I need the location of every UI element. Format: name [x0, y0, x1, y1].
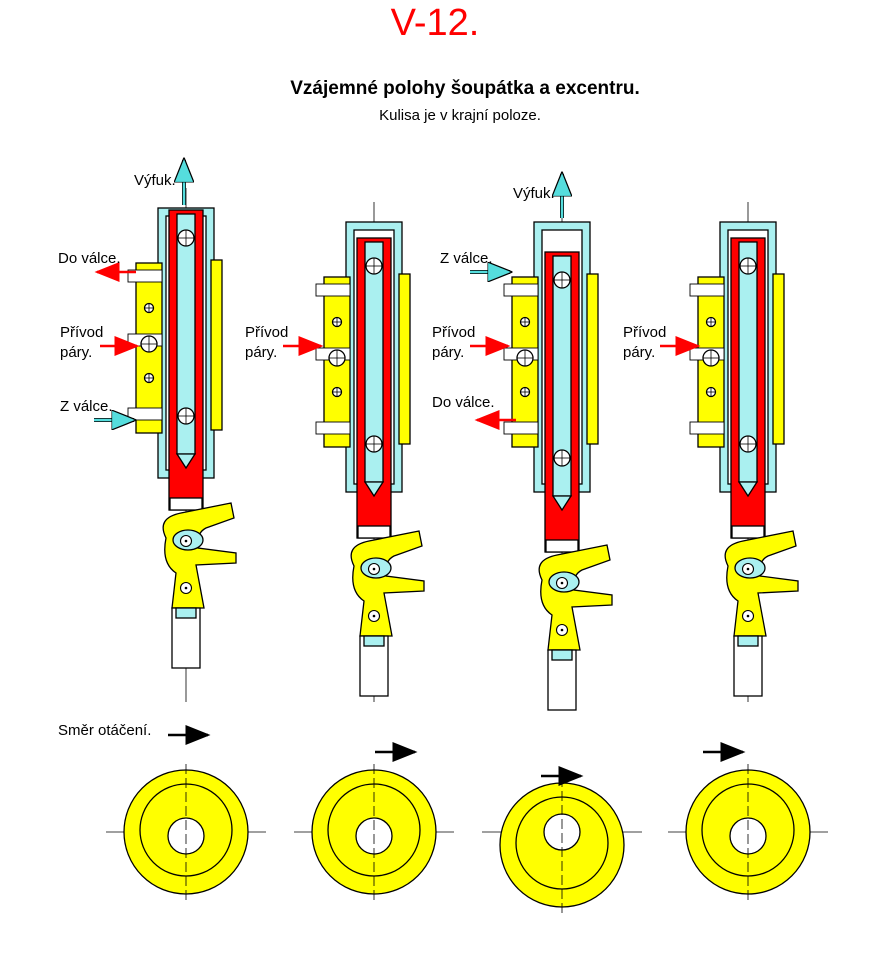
- valve-assembly-4: [689, 202, 799, 702]
- diagram-subtitle: Kulisa je v krajní poloze.: [379, 107, 541, 124]
- rod-tip: [363, 481, 385, 498]
- label-do-valce-3: Do válce.: [432, 394, 495, 411]
- side-rail: [398, 273, 411, 445]
- side-rail: [772, 273, 785, 445]
- side-rail: [586, 273, 599, 445]
- link-rocker: [538, 544, 613, 651]
- port-gap: [689, 283, 725, 297]
- bushing: [731, 525, 765, 539]
- bushing: [545, 539, 579, 553]
- rod-tip: [737, 481, 759, 498]
- label-do-valce-1: Do válce.: [58, 250, 121, 267]
- stem-collar: [551, 649, 573, 661]
- port-gap: [315, 283, 351, 297]
- label-vyfuk-1: Výfuk.: [134, 172, 176, 189]
- stem-collar: [363, 635, 385, 647]
- link-rocker: [724, 530, 799, 637]
- eccentric-1: [106, 764, 266, 900]
- label-privod-3a: Přívod: [432, 324, 476, 341]
- label-z-valce-1: Z válce.: [60, 398, 113, 415]
- eccentric-3: [482, 777, 642, 913]
- label-privod-2b: páry.: [245, 344, 278, 361]
- port-gap: [127, 269, 163, 283]
- page-id: V-12.: [390, 2, 480, 44]
- side-rail: [210, 259, 223, 431]
- eccentric-2: [294, 764, 454, 900]
- label-privod-4b: páry.: [623, 344, 656, 361]
- stem-collar: [737, 635, 759, 647]
- label-privod-3b: páry.: [432, 344, 465, 361]
- eccentric-4: [668, 764, 828, 900]
- port-gap: [689, 421, 725, 435]
- link-rocker: [350, 530, 425, 637]
- bushing: [169, 497, 203, 511]
- valve-assembly-1: [127, 188, 237, 702]
- label-z-valce-3: Z válce.: [440, 250, 493, 267]
- bushing: [357, 525, 391, 539]
- label-vyfuk-3: Výfuk.: [513, 185, 555, 202]
- diagram-title: Vzájemné polohy šoupátka a excentru.: [290, 78, 640, 99]
- port-gap: [503, 283, 539, 297]
- port-gap: [315, 421, 351, 435]
- valve-assembly-2: [315, 202, 425, 702]
- label-privod-2a: Přívod: [245, 324, 289, 341]
- valve-assembly-3: [503, 202, 613, 711]
- port-gap: [503, 421, 539, 435]
- label-privod-4a: Přívod: [623, 324, 667, 341]
- link-rocker: [162, 502, 237, 609]
- rod-tip: [175, 453, 197, 470]
- rod-tip: [551, 495, 573, 512]
- label-privod-1a: Přívod: [60, 324, 104, 341]
- stem-collar: [175, 607, 197, 619]
- label-smer-otaceni: Směr otáčení.: [58, 722, 152, 739]
- label-privod-1b: páry.: [60, 344, 93, 361]
